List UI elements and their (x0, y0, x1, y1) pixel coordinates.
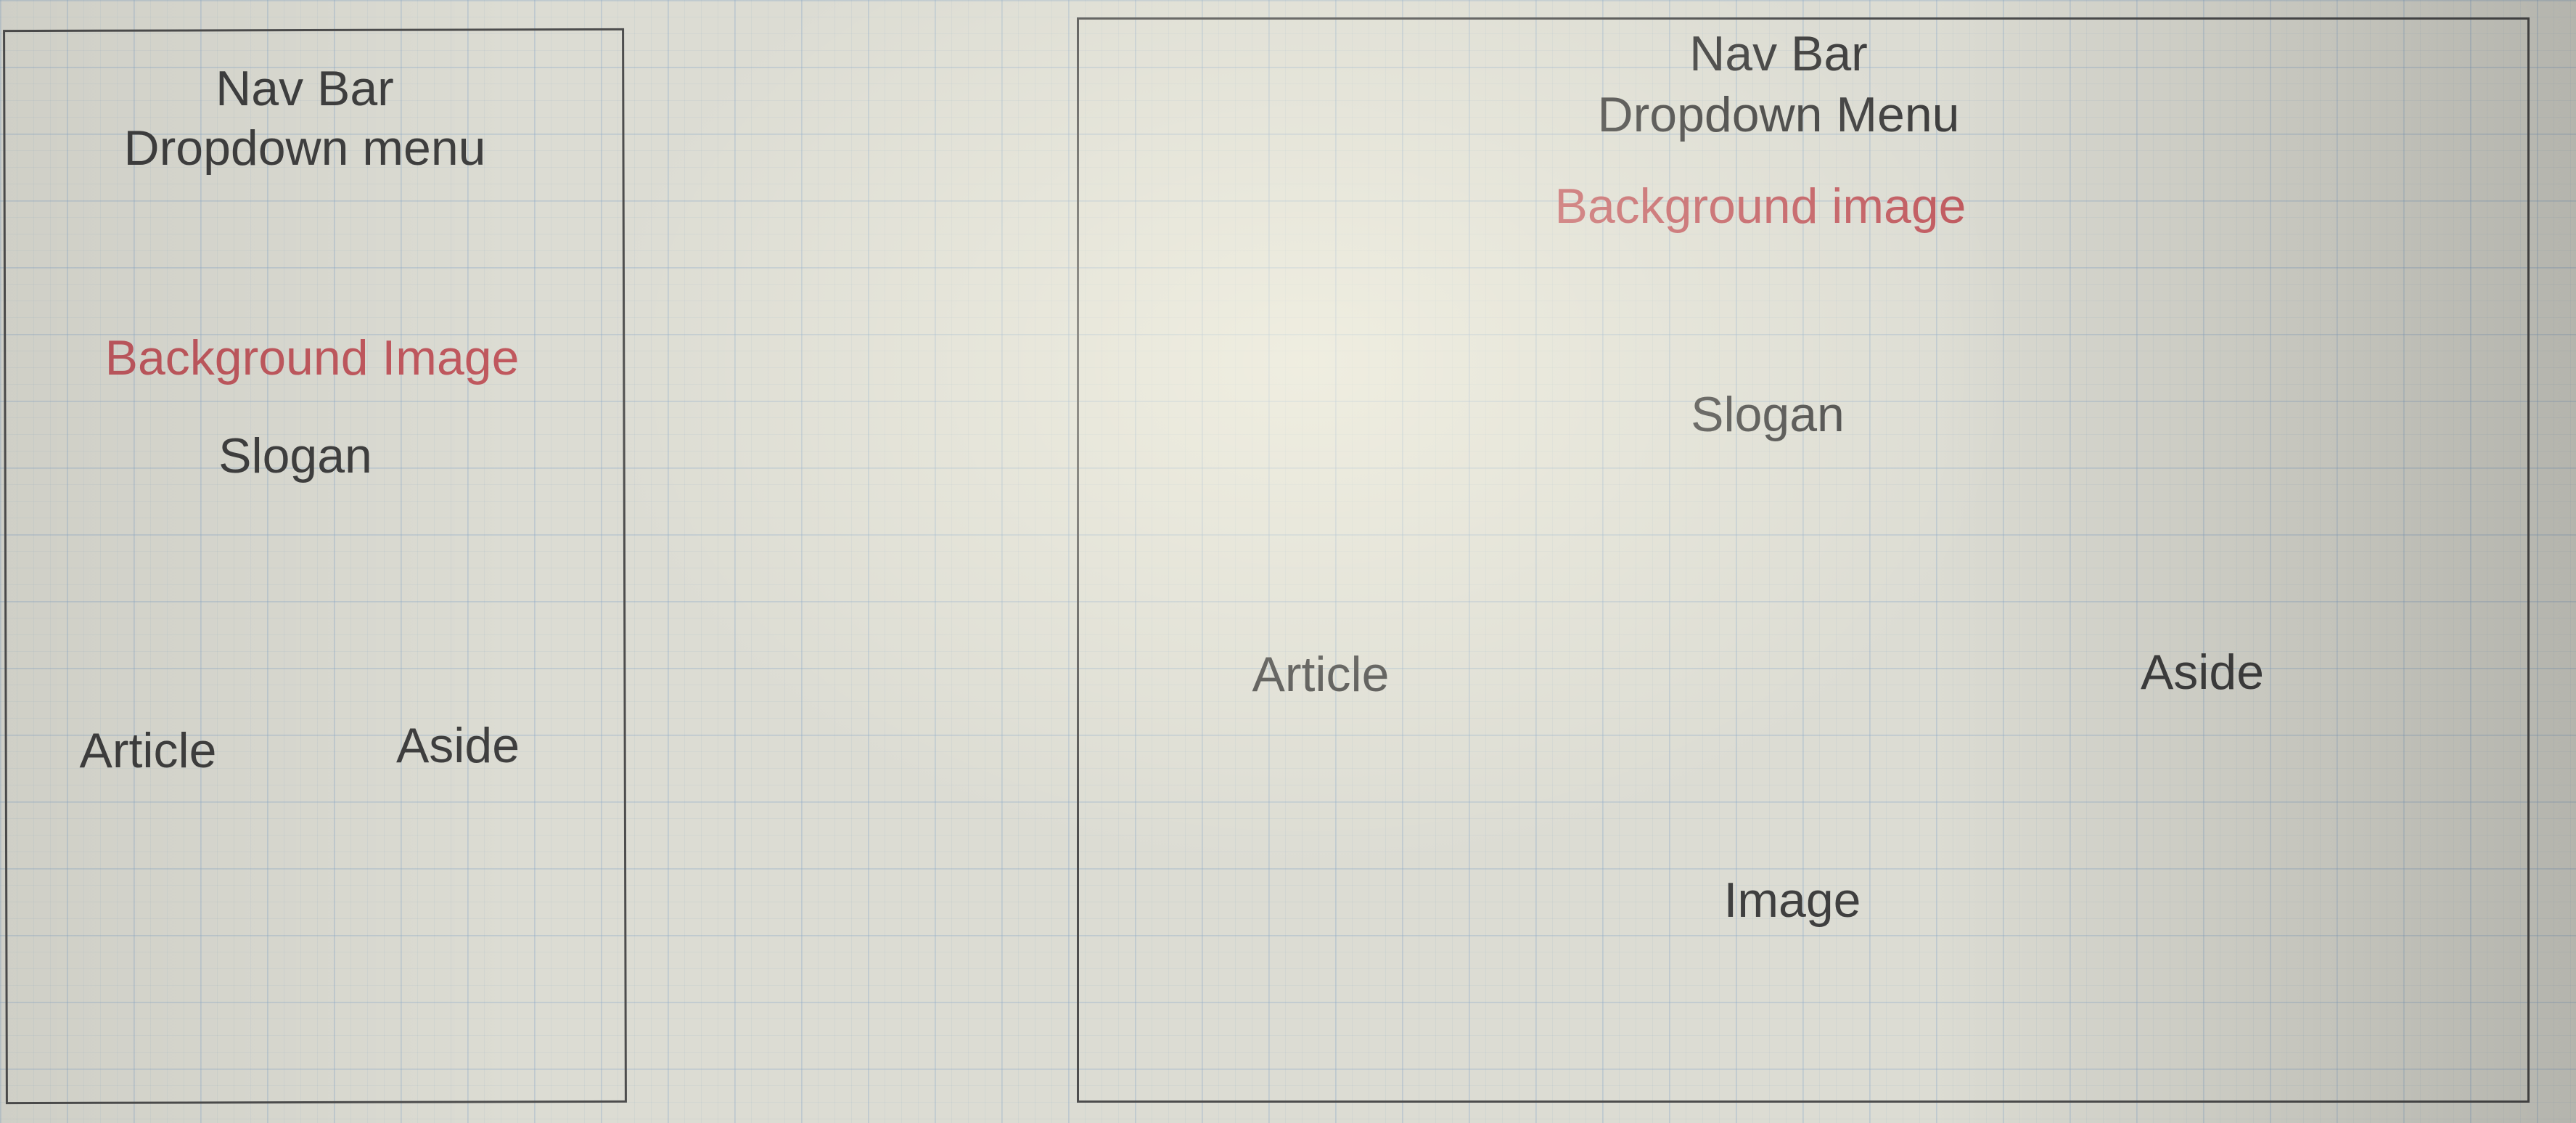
desktop-aside-label: Aside (2140, 645, 2265, 700)
mobile-dropdown-label: Dropdown menu (123, 121, 486, 176)
desktop-slogan-label: Slogan (1691, 387, 1845, 442)
desktop-article-label: Article (1252, 647, 1390, 702)
mobile-aside-label: Aside (395, 718, 520, 773)
mobile-wireframe-frame (3, 28, 627, 1105)
desktop-image-label: Image (1723, 873, 1861, 928)
desktop-background-image-label: Background image (1554, 179, 1966, 234)
mobile-slogan-label: Slogan (218, 428, 372, 483)
desktop-dropdown-label: Dropdown Menu (1597, 87, 1960, 142)
desktop-nav-bar-label: Nav Bar (1689, 26, 1868, 81)
mobile-article-label: Article (79, 723, 217, 778)
mobile-background-image-label: Background Image (104, 330, 520, 385)
mobile-nav-bar-label: Nav Bar (216, 61, 394, 116)
